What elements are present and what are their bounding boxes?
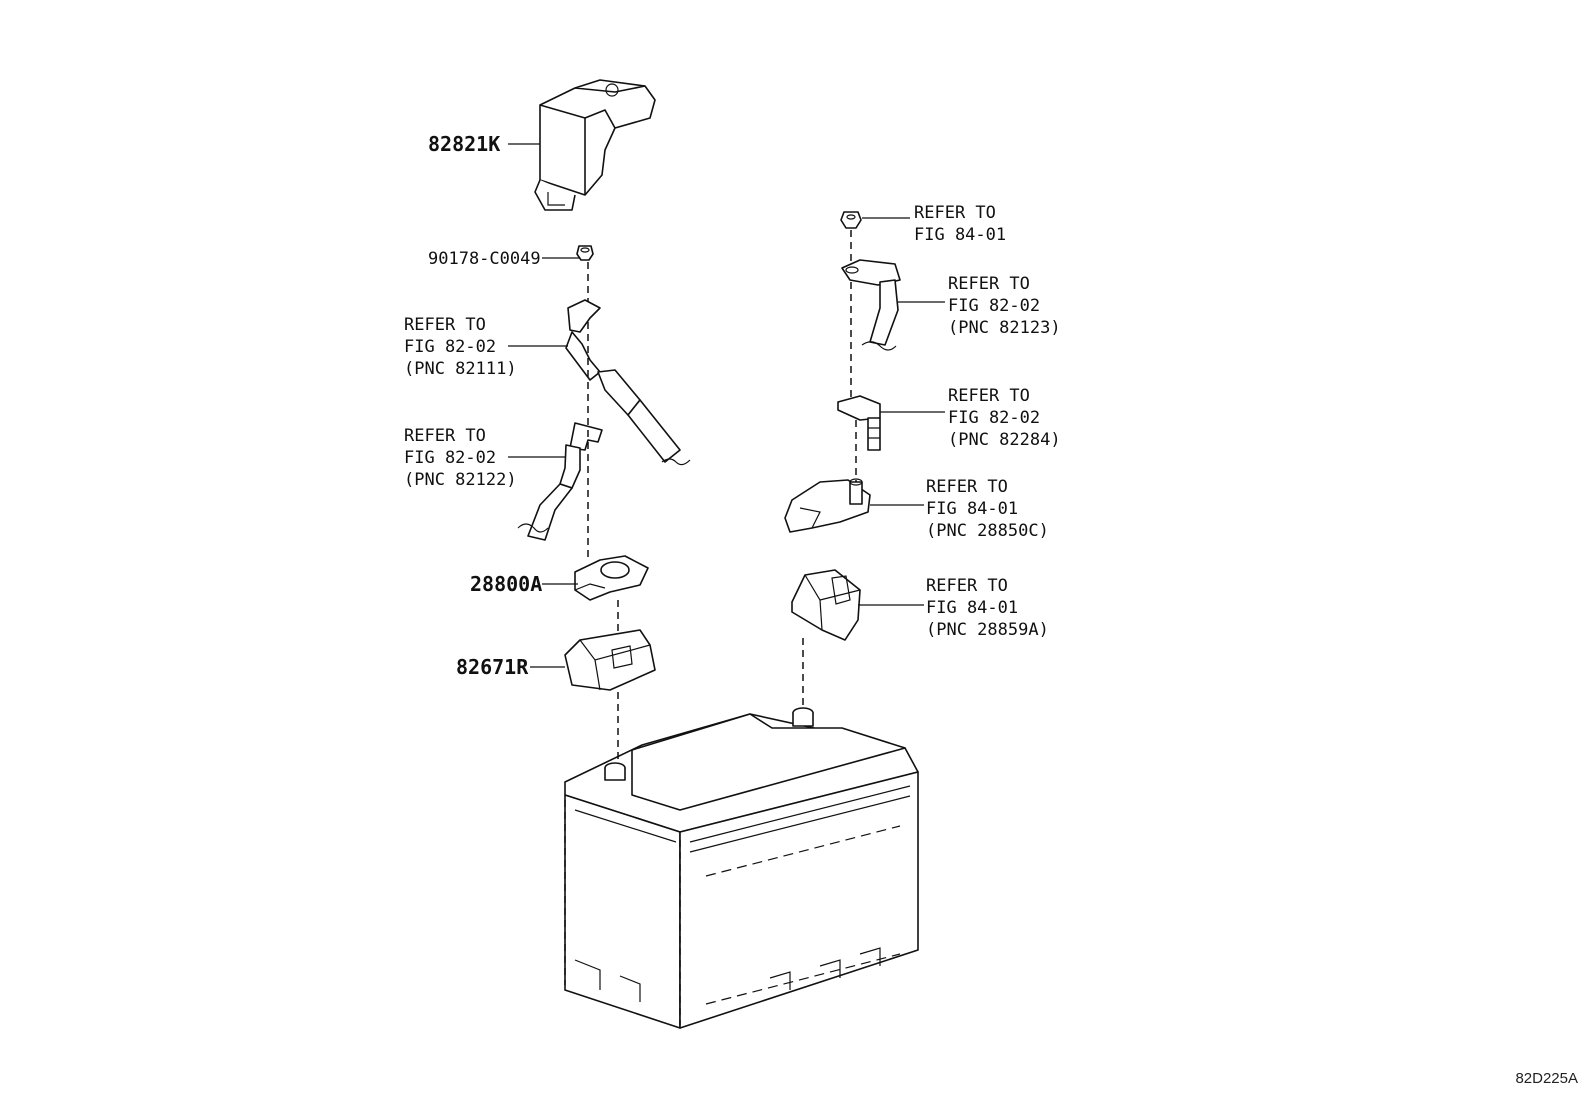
cable-82284[interactable] (837, 395, 881, 451)
part-28850c-terminal[interactable] (784, 478, 871, 533)
part-82671r-cover[interactable] (564, 629, 656, 691)
label-28859a-line3: (PNC 28859A) (926, 620, 1049, 640)
label-82821k: 82821K (428, 132, 500, 156)
part-28859a-cover[interactable] (791, 569, 861, 641)
label-82111-line2: FIG 82-02 (404, 337, 496, 357)
cable-82122[interactable] (517, 422, 603, 541)
assembly-lines (564, 230, 857, 1025)
label-28850c-line3: (PNC 28850C) (926, 521, 1049, 541)
label-82123-line2: FIG 82-02 (948, 296, 1040, 316)
cable-82111[interactable] (565, 299, 691, 466)
label-82111-line3: (PNC 82111) (404, 359, 517, 379)
label-8401-line2: FIG 84-01 (914, 225, 1006, 245)
part-90178-nut[interactable] (576, 245, 594, 261)
leader-lines (508, 143, 945, 668)
label-82284-line3: (PNC 82284) (948, 430, 1061, 450)
label-8401-line1: REFER TO (914, 203, 996, 223)
label-82122-line2: FIG 82-02 (404, 448, 496, 468)
label-82284-line2: FIG 82-02 (948, 408, 1040, 428)
label-28859a-line2: FIG 84-01 (926, 598, 1018, 618)
cable-82123[interactable] (841, 259, 901, 351)
label-82123-line3: (PNC 82123) (948, 318, 1061, 338)
label-90178-c0049: 90178-C0049 (428, 249, 541, 269)
part-right-nut[interactable] (840, 211, 862, 229)
label-82111-line1: REFER TO (404, 315, 486, 335)
label-82122-line1: REFER TO (404, 426, 486, 446)
label-82284-line1: REFER TO (948, 386, 1030, 406)
label-28859a-line1: REFER TO (926, 576, 1008, 596)
part-28800a-terminal[interactable] (574, 555, 649, 601)
label-82122-line3: (PNC 82122) (404, 470, 517, 490)
labels: 82821K 90178-C0049 REFER TO FIG 82-02 (P… (404, 132, 1061, 679)
label-28800a: 28800A (470, 572, 542, 596)
label-82123-line1: REFER TO (948, 274, 1030, 294)
label-28850c-line1: REFER TO (926, 477, 1008, 497)
label-28850c-line2: FIG 84-01 (926, 499, 1018, 519)
figure-id: 82D225A (1515, 1070, 1578, 1087)
battery[interactable] (564, 707, 919, 1029)
label-82671r: 82671R (456, 655, 529, 679)
part-82821k-cover[interactable] (534, 79, 656, 211)
